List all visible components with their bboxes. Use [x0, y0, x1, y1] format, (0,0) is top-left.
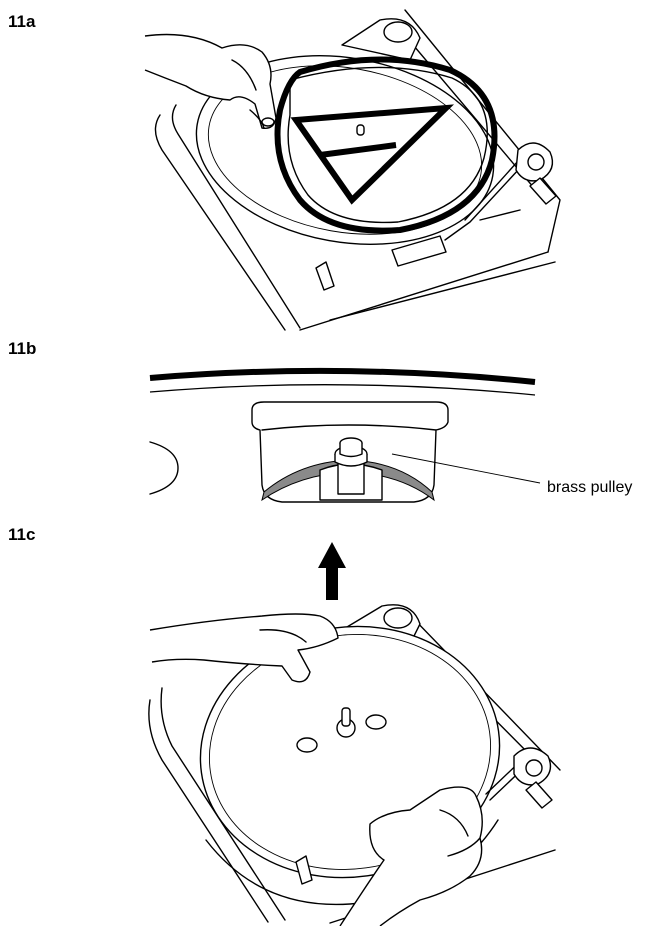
figure-11a-illustration	[144, 9, 561, 331]
figure-11c-illustration	[148, 542, 561, 926]
brass-pulley-callout: brass pulley	[547, 479, 633, 496]
figure-label-11a: 11a	[8, 12, 36, 31]
figure-label-11b: 11b	[8, 339, 37, 358]
figure-11b-illustration	[149, 367, 541, 503]
lift-arrow-icon	[318, 542, 346, 600]
figure-label-11c: 11c	[8, 525, 36, 544]
